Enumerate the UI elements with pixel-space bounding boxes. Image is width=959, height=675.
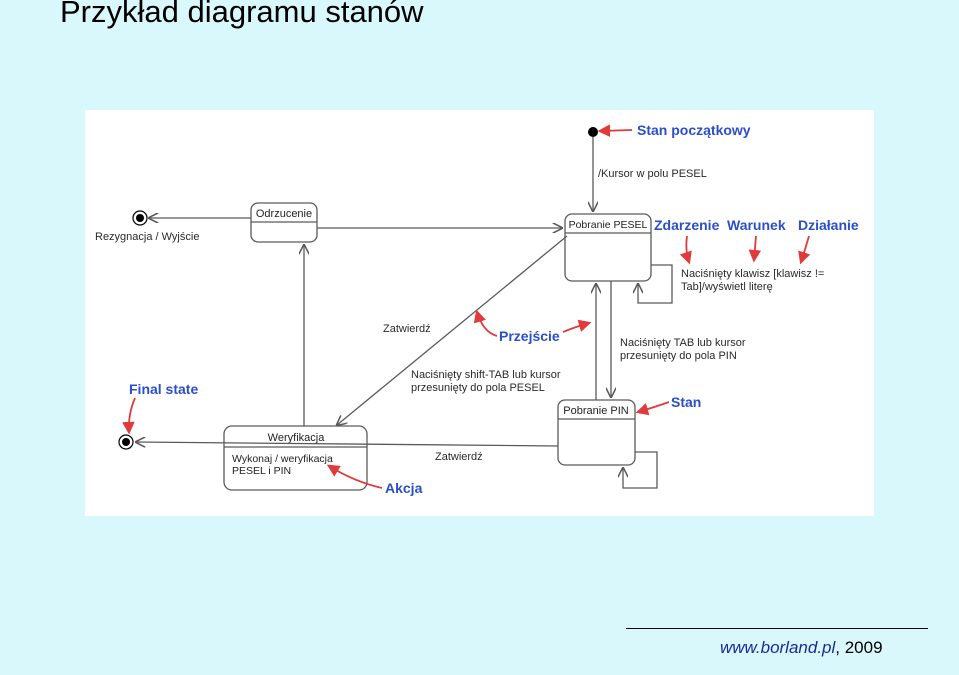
transition-self-pin xyxy=(623,451,658,489)
label-self-1: Naciśnięty klawisz [klawisz != xyxy=(681,268,824,280)
final-state-top xyxy=(132,210,148,226)
label-tab-1: Naciśnięty TAB lub kursor xyxy=(620,337,746,349)
label-shift-tab-2: przesunięty do pola PESEL xyxy=(411,382,545,394)
annotation-przejscie: Przejście xyxy=(499,328,560,344)
annotation-akcja: Akcja xyxy=(385,480,423,496)
footer: www.borland.pl, 2009 xyxy=(720,638,883,658)
state-pobranie-pin: Pobranie PIN xyxy=(557,399,636,466)
label-tab-2: przesunięty do pola PIN xyxy=(620,350,737,362)
label-zatwierdz-top: Zatwierdź xyxy=(383,323,431,335)
transition-zatwierdz-diag xyxy=(337,235,568,425)
state-weryfikacja-action-1: Wykonaj / weryfikacja xyxy=(232,453,333,465)
slide-title: Przykład diagramu stanów xyxy=(60,0,424,29)
state-odrzucenie-label: Odrzucenie xyxy=(256,208,312,220)
annotation-pointers xyxy=(122,124,811,489)
state-weryfikacja: Weryfikacja Wykonaj / weryfikacja PESEL … xyxy=(223,425,368,491)
annotation-stan-poczatkowy: Stan początkowy xyxy=(637,122,751,138)
label-self-2: Tab]/wyświetl literę xyxy=(681,281,773,293)
annotation-zdarzenie: Zdarzenie xyxy=(654,217,720,233)
state-weryfikacja-action-2: PESEL i PIN xyxy=(232,465,291,477)
transition-self-pesel xyxy=(638,264,673,304)
state-pobranie-pin-label: Pobranie PIN xyxy=(563,405,628,417)
footer-site: www.borland.pl xyxy=(720,638,836,657)
footer-year: , 2009 xyxy=(835,638,883,657)
state-odrzucenie: Odrzucenie xyxy=(250,202,318,243)
transition-to-final xyxy=(136,442,559,446)
label-zatwierdz-bottom: Zatwierdź xyxy=(435,451,483,463)
label-shift-tab-1: Naciśnięty shift-TAB lub kursor xyxy=(411,369,561,381)
state-diagram-svg: Odrzucenie Pobranie PESEL Pobranie PIN W… xyxy=(95,122,859,496)
final-state-bottom xyxy=(118,434,134,450)
state-pobranie-pesel-label: Pobranie PESEL xyxy=(569,219,648,231)
footer-rule xyxy=(626,628,928,629)
state-pobranie-pesel: Pobranie PESEL xyxy=(564,213,652,282)
annotation-warunek: Warunek xyxy=(727,217,786,233)
label-exit: Rezygnacja / Wyjście xyxy=(95,231,199,243)
state-weryfikacja-label: Weryfikacja xyxy=(268,432,326,444)
label-initial: /Kursor w polu PESEL xyxy=(598,168,707,180)
state-diagram: Odrzucenie Pobranie PESEL Pobranie PIN W… xyxy=(85,110,874,516)
annotation-dzialanie: Działanie xyxy=(798,217,859,233)
annotation-final-state: Final state xyxy=(129,381,198,397)
annotation-stan: Stan xyxy=(671,394,701,410)
initial-state xyxy=(588,127,598,137)
